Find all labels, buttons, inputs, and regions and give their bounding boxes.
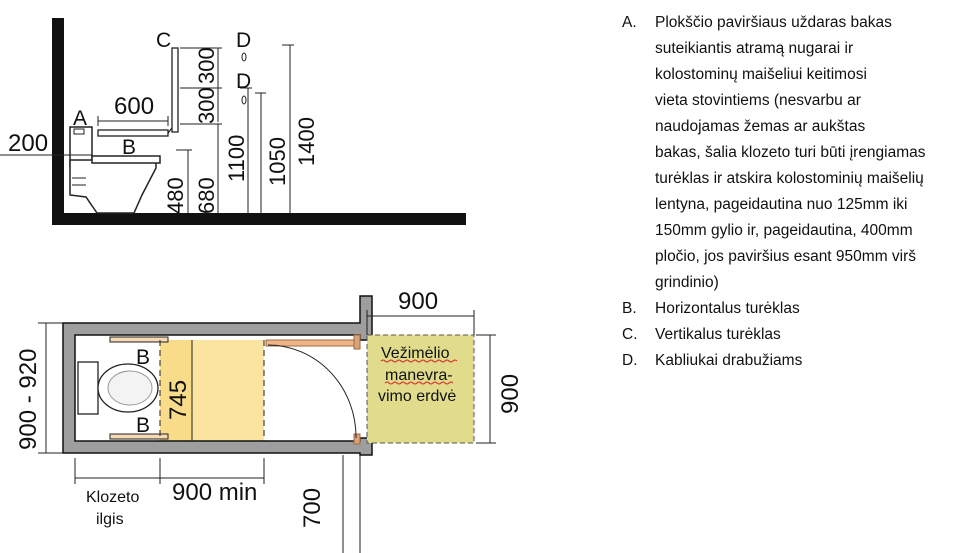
label-a: A xyxy=(73,107,87,130)
toilet-length-line2: ilgis xyxy=(96,511,124,528)
door-stop-top xyxy=(353,334,361,350)
door-leaf xyxy=(265,339,361,347)
label-d-upper: D xyxy=(236,29,251,52)
label-c: C xyxy=(156,29,171,52)
legend-item-b: B. Horizontalus turėklas xyxy=(622,296,967,322)
legend-text-line: bakas, šalia klozeto turi būti įrengiama… xyxy=(655,144,926,161)
wheelchair-maneuver-area xyxy=(366,334,475,444)
dim-1400: 1400 xyxy=(294,117,319,166)
dim-200: 200 xyxy=(8,130,48,157)
dim-1050: 1050 xyxy=(265,137,290,186)
dim-900-top: 900 xyxy=(398,288,438,315)
legend-letter: D. xyxy=(622,352,638,369)
cistern-button xyxy=(73,128,85,135)
maneuver-label-line2: manevra- xyxy=(385,367,453,384)
dim-900-920: 900 - 920 xyxy=(15,349,42,450)
legend-text-line: Plokščio paviršiaus uždaras bakas xyxy=(655,14,892,31)
clothes-hook-icon xyxy=(241,52,247,62)
legend-item-a: A. Plokščio paviršiaus uždaras bakas sut… xyxy=(622,10,967,296)
legend-text-line: lentyna, pageidautina nuo 125mm iki xyxy=(655,196,908,213)
label-b-elevation: B xyxy=(122,136,136,159)
maneuver-label-line1: Vežimėlio xyxy=(381,345,450,362)
clothes-hook-icon xyxy=(241,95,247,105)
maneuver-label-line3: vimo erdvė xyxy=(378,388,456,405)
door-swing-arc xyxy=(267,344,357,439)
legend-item-c: C. Vertikalus turėklas xyxy=(622,322,967,348)
dim-900-right: 900 xyxy=(497,374,524,414)
plan-dimension-lines xyxy=(38,310,496,553)
legend-text-line: turėklas ir atskira kolostominių maišeli… xyxy=(655,170,924,187)
dim-745: 745 xyxy=(165,380,192,420)
label-d-lower: D xyxy=(236,70,251,93)
door-stop-bottom xyxy=(353,433,361,445)
dim-900-min: 900 min xyxy=(172,479,257,506)
legend-letter: C. xyxy=(622,326,638,343)
legend-text-line: naudojamas žemas ar aukštas xyxy=(655,118,866,135)
dim-680: 680 xyxy=(194,177,219,214)
legend-text-line: vieta stovintiems (nesvarbu ar xyxy=(655,92,861,109)
toilet-cistern-plan xyxy=(77,361,99,415)
plan-walls xyxy=(62,295,373,456)
dim-300-top: 300 xyxy=(194,47,219,84)
vertical-grab-rail xyxy=(171,47,179,133)
legend-text-line: Horizontalus turėklas xyxy=(655,300,800,317)
legend-text-line: Vertikalus turėklas xyxy=(655,326,781,343)
legend-text-line: Kabliukai drabužiams xyxy=(655,352,803,369)
dim-1100: 1100 xyxy=(224,135,249,182)
label-b-plan-bottom: B xyxy=(136,414,150,437)
legend-text-line: 150mm gylio ir, pageidautina, 400mm xyxy=(655,222,913,239)
toilet-bowl-side xyxy=(69,159,157,214)
legend-text-line: grindinio) xyxy=(655,274,719,291)
toilet-seat xyxy=(91,155,161,164)
legend-text-line: kolostominų maišeliui keitimosi xyxy=(655,66,867,83)
legend-text-line: suteikiantis atramą nugarai ir xyxy=(655,40,854,57)
dim-700: 700 xyxy=(299,488,326,528)
dim-480: 480 xyxy=(163,177,188,214)
elevation-dimension-lines xyxy=(0,44,294,213)
elevation-view: A B C D D 200 600 480 300 300 680 1100 1… xyxy=(0,18,466,225)
elevation-back-wall xyxy=(52,18,64,225)
legend-list: A. Plokščio paviršiaus uždaras bakas sut… xyxy=(622,10,967,374)
plan-grab-rail-top xyxy=(109,336,169,343)
legend-letter: A. xyxy=(622,14,637,31)
legend-item-d: D. Kabliukai drabužiams xyxy=(622,348,967,374)
dim-600: 600 xyxy=(114,93,154,120)
dim-300-bottom: 300 xyxy=(194,87,219,124)
legend-text-line: pločio, jos paviršius esant 950mm virš xyxy=(655,248,917,265)
plan-view: B B 900 - 920 745 900 900 900 min 700 Ve… xyxy=(15,288,524,553)
toilet-length-line1: Klozeto xyxy=(86,489,139,506)
label-b-plan-top: B xyxy=(136,346,150,369)
elevation-floor xyxy=(52,213,466,225)
legend-letter: B. xyxy=(622,300,637,317)
plan-grab-rail-bottom xyxy=(109,433,169,440)
